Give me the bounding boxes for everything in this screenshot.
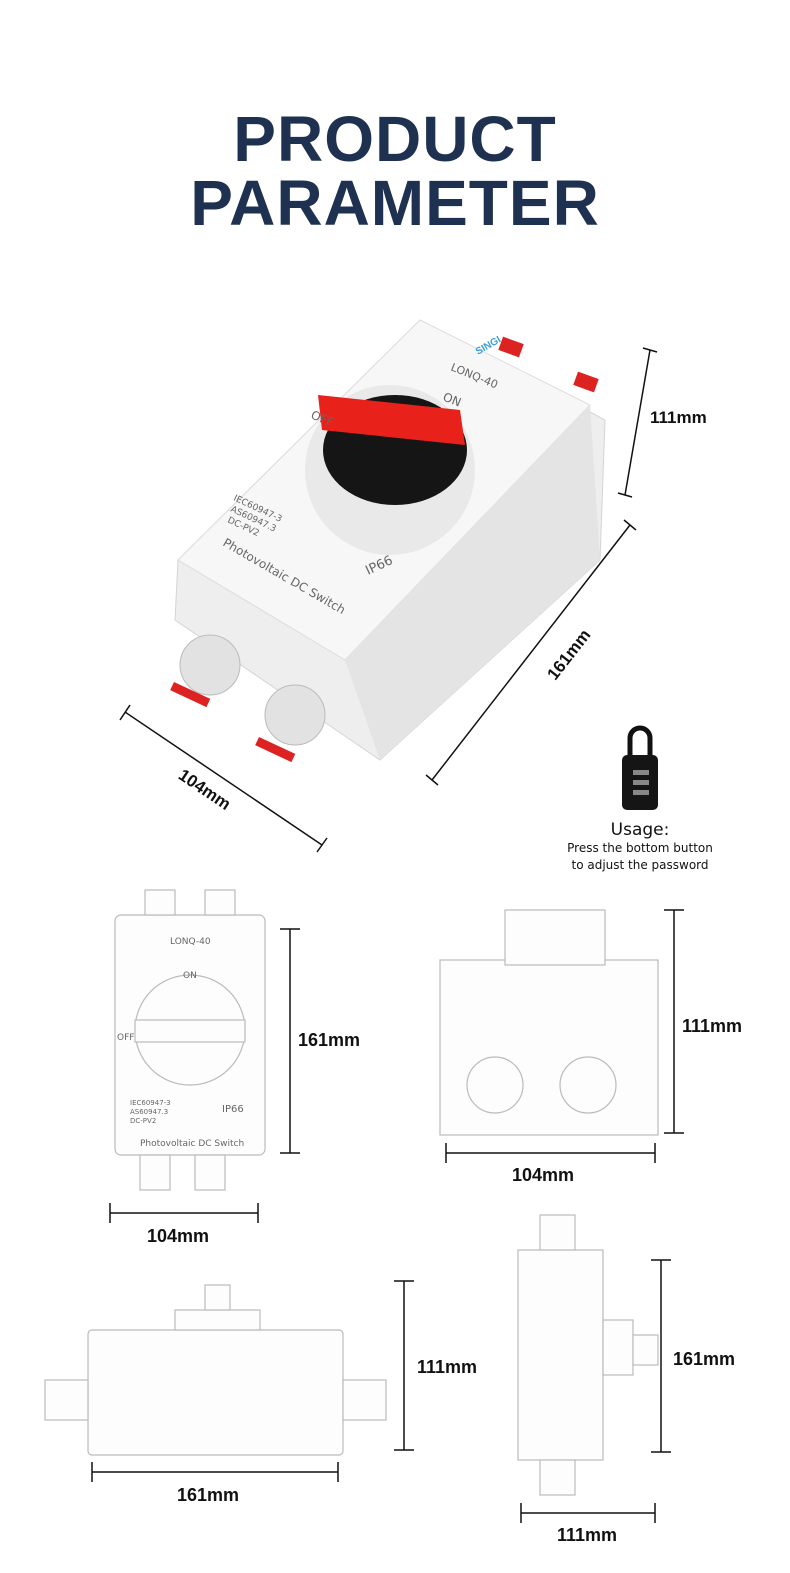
end-view: [517, 1249, 604, 1461]
side-view: [87, 1329, 344, 1456]
line-drawings: [44, 889, 659, 1496]
title-line-2: PARAMETER: [190, 167, 600, 239]
usage-note: Usage: Press the bottom button to adjust…: [567, 820, 713, 872]
svg-text:OFF: OFF: [117, 1033, 134, 1043]
front-height-label: 161mm: [298, 1030, 361, 1050]
dimension-lines: [91, 347, 684, 1523]
svg-text:AS60947.3: AS60947.3: [130, 1108, 168, 1116]
front-width-label: 104mm: [147, 1226, 210, 1246]
bottom-height-label: 111mm: [682, 1016, 743, 1036]
on-label: ON: [441, 390, 463, 410]
bottom-view: [439, 959, 659, 1136]
main-height-label: 111mm: [650, 408, 707, 427]
end-width-label: 111mm: [557, 1525, 618, 1545]
bottom-width-label: 104mm: [512, 1165, 575, 1185]
end-height-label: 161mm: [673, 1349, 736, 1369]
side-height-label: 111mm: [417, 1357, 478, 1377]
svg-text:IP66: IP66: [222, 1104, 244, 1115]
svg-text:Photovoltaic DC Switch: Photovoltaic DC Switch: [140, 1139, 244, 1149]
svg-text:ON: ON: [183, 971, 197, 981]
svg-text:DC-PV2: DC-PV2: [130, 1117, 156, 1125]
knob-handle: [318, 395, 465, 445]
side-width-label: 161mm: [177, 1485, 240, 1505]
padlock-icon: [622, 725, 658, 810]
svg-text:LONQ-40: LONQ-40: [170, 937, 211, 947]
main-product-image: OFF ON SINGI LONQ-40 IEC60947-3 AS60947.…: [170, 319, 606, 763]
title-line-1: PRODUCT: [233, 103, 557, 175]
svg-text:IEC60947-3: IEC60947-3: [130, 1099, 171, 1107]
